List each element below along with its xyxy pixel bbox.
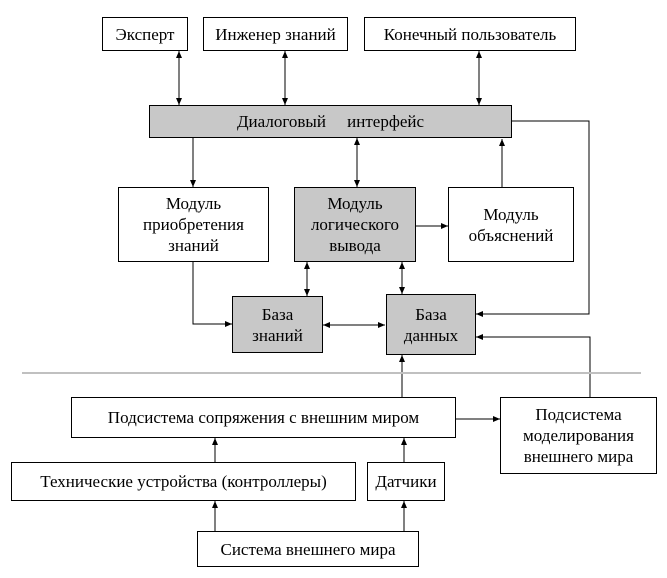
expert-label: Эксперт [115,24,175,44]
knowledge-base-box: База знаний [232,296,323,353]
modeling-subsystem-box: Подсистема моделирования внешнего мира [500,397,657,474]
interface-subsystem-box: Подсистема сопряжения с внешним миром [71,397,456,438]
database-box: База данных [386,294,476,355]
dialog-interface-label: Диалоговый интерфейс [236,112,425,131]
database-label: База данных [403,304,459,345]
acquisition-module-label: Модуль приобретения знаний [143,194,244,255]
knowledge-base-label: База знаний [252,304,303,345]
end-user-box: Конечный пользователь [364,17,576,51]
sensors-box: Датчики [367,462,445,501]
expert-box: Эксперт [102,17,188,51]
arrow-interface-db [476,120,590,317]
interface-subsystem-label: Подсистема сопряжения с внешним миром [107,408,420,427]
arrow-acquisition-kb [192,262,232,327]
external-world-label: Система внешнего мира [220,539,396,559]
technical-devices-box: Технические устройства (контроллеры) [11,462,356,501]
acquisition-module-box: Модуль приобретения знаний [118,187,269,262]
explanation-module-box: Модуль объяснений [448,187,574,262]
knowledge-engineer-box: Инженер знаний [203,17,348,51]
end-user-label: Конечный пользователь [383,24,557,44]
modeling-subsystem-label: Подсистема моделирования внешнего мира [523,405,634,466]
arrow-modeling-db [476,334,591,397]
inference-module-box: Модуль логического вывода [294,187,416,262]
explanation-module-label: Модуль объяснений [468,204,554,245]
external-world-box: Система внешнего мира [197,531,419,567]
inference-module-label: Модуль логического вывода [310,194,400,255]
dialog-interface-box: Диалоговый интерфейс [149,105,512,138]
knowledge-engineer-label: Инженер знаний [215,24,336,44]
technical-devices-label: Технические устройства (контроллеры) [40,472,327,491]
sensors-label: Датчики [375,472,437,491]
